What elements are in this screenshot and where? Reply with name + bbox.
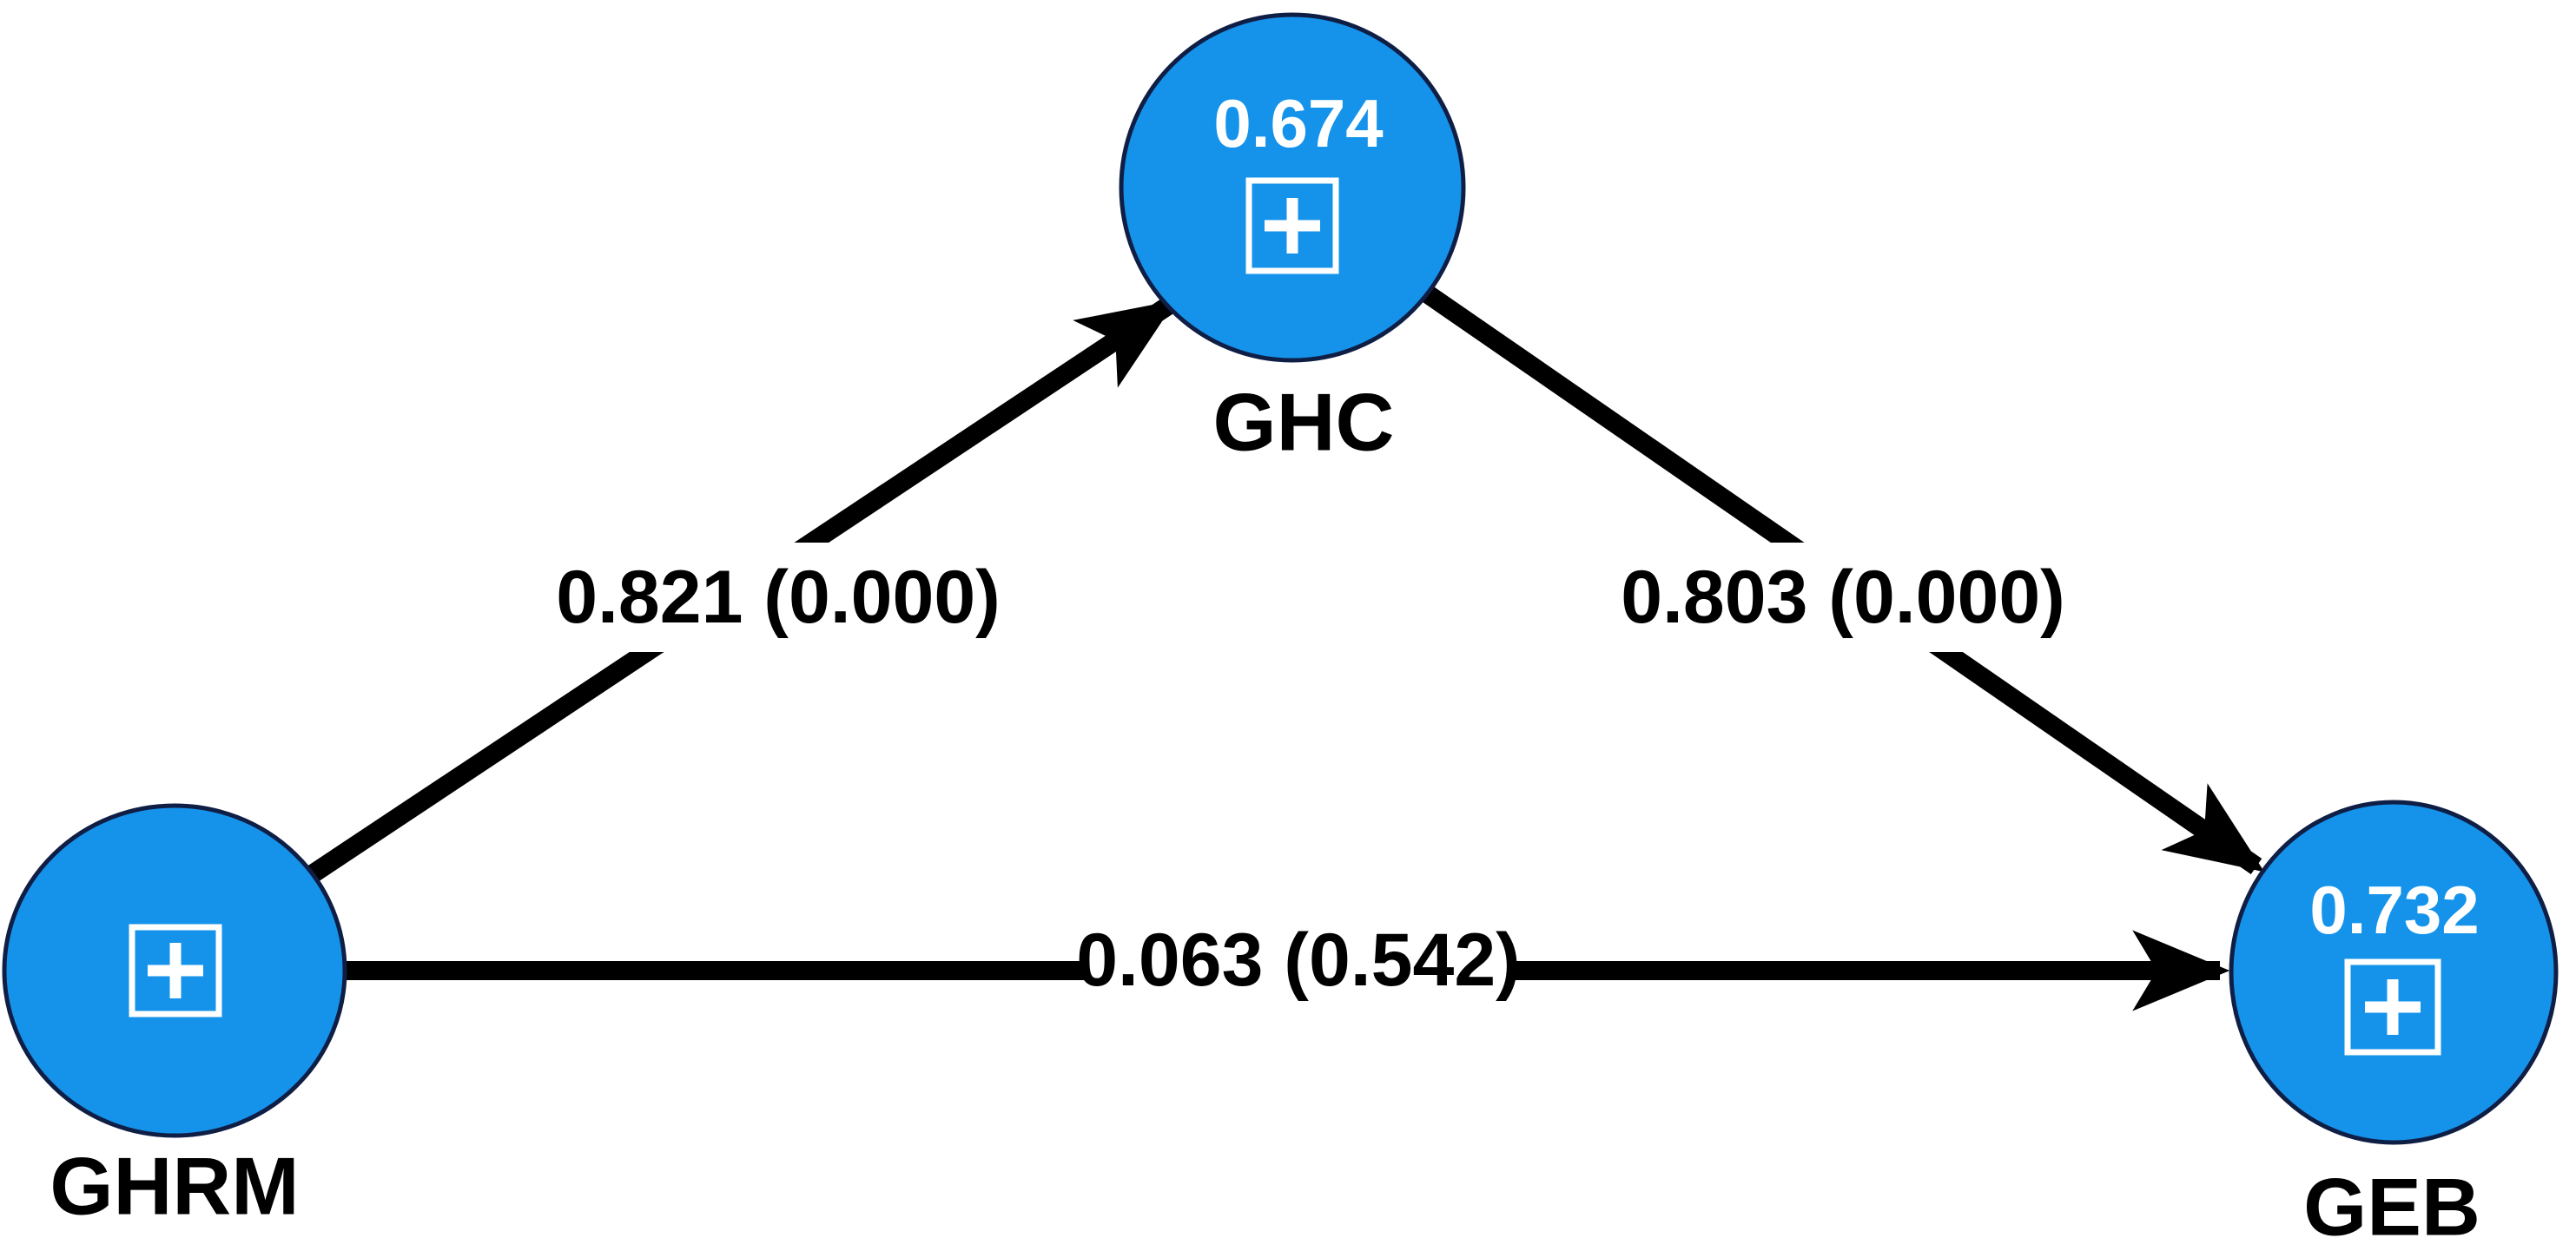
edge-label-ghrm-to-ghc: 0.821 (0.000)	[556, 543, 1001, 652]
plus-square-icon[interactable]	[129, 924, 222, 1017]
node-label: GHRM	[50, 1141, 299, 1232]
edge-label-ghrm-to-geb: 0.063 (0.542)	[1076, 905, 1521, 1014]
r-squared-value: 0.732	[2309, 872, 2479, 948]
node-ghc[interactable]: 0.674 GHC	[1119, 12, 1466, 468]
path-coefficient-label: 0.063 (0.542)	[1076, 919, 1521, 1002]
path-coefficient-label: 0.821 (0.000)	[556, 556, 1001, 639]
plus-square-icon[interactable]	[2344, 958, 2441, 1056]
node-ghrm[interactable]: GHRM	[2, 803, 347, 1232]
edge-label-background	[565, 543, 992, 652]
plus-square-icon[interactable]	[1245, 177, 1339, 274]
edge-label-background	[1629, 543, 2057, 652]
path-coefficient-label: 0.803 (0.000)	[1621, 556, 2065, 639]
node-label: GEB	[2303, 1162, 2480, 1238]
edge-label-ghc-to-geb: 0.803 (0.000)	[1621, 543, 2065, 652]
latent-variable-circle[interactable]	[2229, 800, 2559, 1145]
edge-label-background	[1085, 905, 1512, 1014]
node-label: GHC	[1213, 377, 1395, 468]
node-geb[interactable]: 0.732 GEB	[2229, 800, 2559, 1238]
edge-labels: 0.821 (0.000) 0.803 (0.000) 0.063 (0.542…	[556, 543, 2065, 1014]
r-squared-value: 0.674	[1213, 85, 1383, 161]
latent-variable-circle[interactable]	[1119, 12, 1466, 363]
